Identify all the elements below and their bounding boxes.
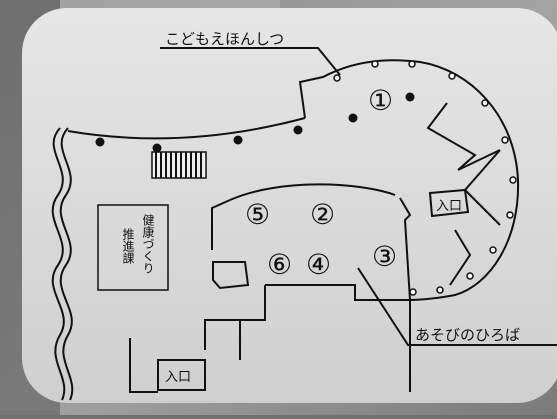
spot-5: ⑤ xyxy=(245,198,270,231)
callout-line-top xyxy=(160,47,341,76)
wavy-wall-right xyxy=(59,127,74,401)
wavy-wall-left xyxy=(51,127,66,401)
callout-line-bottom xyxy=(357,267,557,346)
play-area-right-wall xyxy=(399,197,412,301)
label-kodomo-ehonshitsu: こどもえほんしつ xyxy=(165,30,284,48)
entrance-right-box xyxy=(428,188,470,218)
entrance-bottom-box xyxy=(157,359,206,391)
walls xyxy=(51,47,557,401)
label-asobi-no-hiroba: あそびのひろば xyxy=(415,326,520,344)
lower-left-wall xyxy=(204,285,266,350)
label-kenko-line1: 健康づくり xyxy=(141,214,155,274)
kenko-room-box xyxy=(97,204,169,291)
spot-4: ④ xyxy=(306,248,331,281)
room-inner-wall-lower xyxy=(464,189,501,226)
spot-3: ③ xyxy=(372,240,397,273)
stairs xyxy=(151,151,207,179)
spot-2: ② xyxy=(310,198,335,231)
entrance-right-wall xyxy=(449,229,472,286)
map-panel xyxy=(22,8,557,403)
play-area-top-wall xyxy=(229,183,396,201)
hollow-dots xyxy=(333,60,517,296)
entrance-bottom-wall xyxy=(129,338,158,393)
spot-6: ⑥ xyxy=(267,248,292,281)
spot-1: ① xyxy=(368,84,393,117)
top-curved-wall xyxy=(67,117,306,140)
label-kenko-line2: 推進課 xyxy=(121,228,135,264)
room-inner-wall-upper xyxy=(426,102,501,171)
label-entrance-bottom: 入口 xyxy=(165,370,191,385)
play-area-bottom-wall xyxy=(265,284,410,301)
play-area-left-wall xyxy=(211,199,231,250)
small-box xyxy=(212,261,250,290)
filled-dots xyxy=(95,92,415,153)
label-entrance-right: 入口 xyxy=(436,199,462,214)
picture-book-room-wall xyxy=(298,59,520,301)
room-inner-wall-diagonal xyxy=(464,149,501,191)
